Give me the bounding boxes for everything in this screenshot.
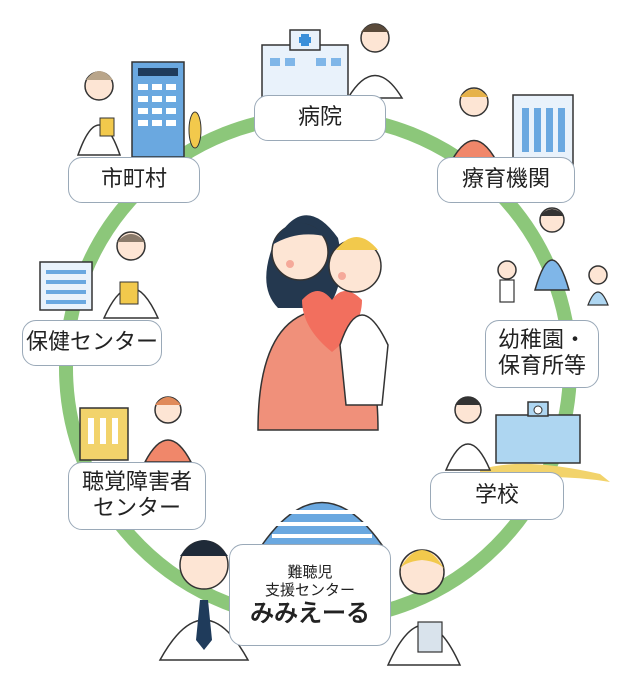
hearing-center-box: 聴覚障害者 センター xyxy=(68,462,206,530)
therapy-label: 療育機関 xyxy=(461,166,550,192)
hospital-illustration xyxy=(261,23,404,101)
man-staff-illustration xyxy=(158,540,250,661)
therapy-illustration xyxy=(446,87,574,169)
school-box: 学校 xyxy=(430,472,564,520)
kindergarten-illustration xyxy=(497,207,609,306)
school-illustration xyxy=(444,396,610,482)
hearing-center-illustration xyxy=(79,396,193,463)
hearing-center-label-line1: 聴覚障害者 xyxy=(81,469,192,495)
school-label: 学校 xyxy=(474,482,519,508)
municipality-label: 市町村 xyxy=(100,166,167,192)
health-center-label: 保健センター xyxy=(25,329,158,355)
center-name: みみえーる xyxy=(250,598,370,627)
kindergarten-label-line1: 幼稚園・ xyxy=(497,327,586,353)
kindergarten-box: 幼稚園・ 保育所等 xyxy=(485,320,599,388)
center-label-line2: 支援センター xyxy=(264,580,355,599)
center-label-line1: 難聴児 xyxy=(287,562,333,581)
health-center-box: 保健センター xyxy=(22,320,162,366)
kindergarten-label-line2: 保育所等 xyxy=(497,354,586,379)
woman-staff-illustration xyxy=(386,549,462,666)
center-box: 難聴児 支援センター みみえーる xyxy=(229,544,391,646)
municipality-illustration xyxy=(76,61,202,158)
hospital-label: 病院 xyxy=(297,104,342,130)
health-center-illustration xyxy=(39,231,160,319)
hospital-box: 病院 xyxy=(254,95,386,141)
mother-baby-illustration xyxy=(257,215,389,431)
therapy-box: 療育機関 xyxy=(437,157,575,203)
center-building-illustration xyxy=(260,501,384,546)
municipality-box: 市町村 xyxy=(68,157,200,203)
hearing-center-label-line2: センター xyxy=(92,496,181,521)
